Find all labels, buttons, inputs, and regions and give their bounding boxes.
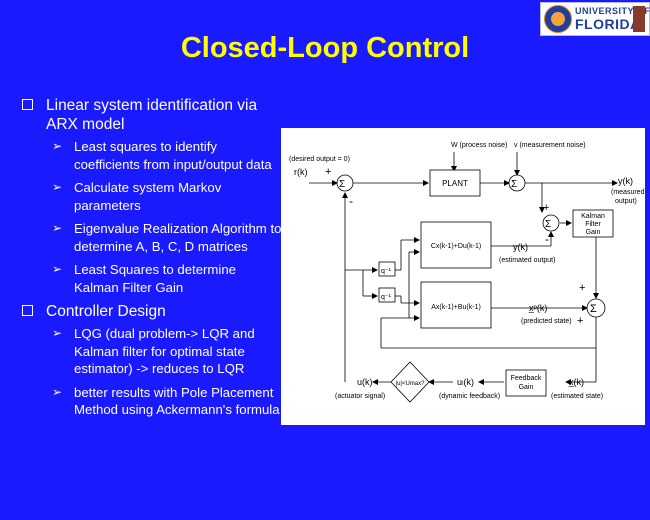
output-estimator-block xyxy=(420,221,492,269)
dynamic-feedback-caption: (dynamic feedback) xyxy=(439,393,500,400)
measured-caption-1: (measured xyxy=(611,189,645,196)
predicted-state-label: x̲ᵖ(k) xyxy=(528,303,547,313)
bullet-item: Controller Design xyxy=(22,302,284,321)
block-diagram-svg: (desired output = 0) r(k) + - Σ Σ Σ Σ W … xyxy=(289,142,645,403)
kalman-gain-block xyxy=(572,209,614,238)
estimated-output-caption: (estimated output) xyxy=(499,257,555,264)
sub-bullet-item: ➢ Calculate system Markov parameters xyxy=(50,179,284,214)
summing-junction-1 xyxy=(336,174,354,192)
blocks xyxy=(336,169,614,403)
saturation-condition: |u|<Umax? xyxy=(396,381,426,387)
process-noise-label: W (process noise) xyxy=(451,142,507,149)
plus-sign: + xyxy=(577,315,583,327)
measurement-noise-label: v (measurement noise) xyxy=(514,142,586,149)
plant-label: PLANT xyxy=(442,179,468,188)
logo-line-2: FLORIDA xyxy=(575,16,641,32)
summing-junction-4 xyxy=(586,298,606,318)
sub-bullet-text: LQG (dual problem-> LQR and Kalman filte… xyxy=(74,326,255,376)
state-predictor-equation: Ax(k-1)+Bu(k-1) xyxy=(431,304,481,311)
minus-sign: - xyxy=(349,194,353,208)
bullet-list: Linear system identification via ARX mod… xyxy=(22,96,284,425)
signal-lines xyxy=(309,152,618,385)
plus-sign: + xyxy=(325,166,331,178)
estimated-output-label: y(k) xyxy=(513,242,528,252)
saturation-check-diamond xyxy=(390,361,430,403)
sub-bullet-text: better results with Pole Placement Metho… xyxy=(74,384,280,418)
estimated-state-label: x̲(k) xyxy=(568,377,584,387)
sub-bullet-text: Least Squares to determine Kalman Filter… xyxy=(74,262,237,295)
bullet-text: Linear system identification via ARX mod… xyxy=(46,97,258,133)
university-logo: UNIVERSITY OF FLORIDA xyxy=(540,2,650,36)
sub-bullet-item: ➢ better results with Pole Placement Meth… xyxy=(50,384,284,419)
summing-junction-3 xyxy=(542,214,560,232)
delay-label: q⁻¹ xyxy=(381,294,392,301)
reference-label: r(k) xyxy=(294,167,308,177)
sigma-label: Σ xyxy=(511,179,517,190)
measured-caption-2: output) xyxy=(615,198,637,205)
arrow-bullet-icon: ➢ xyxy=(52,221,63,235)
control-block-diagram: (desired output = 0) r(k) + - Σ Σ Σ Σ W … xyxy=(281,128,645,425)
arrow-bullet-icon: ➢ xyxy=(52,180,63,194)
delay-block-2 xyxy=(378,287,396,303)
sub-bullet-text: Eigenvalue Realization Algorithm to dete… xyxy=(74,221,282,254)
estimated-state-caption: (estimated state) xyxy=(551,393,603,400)
sub-bullet-item: ➢ LQG (dual problem-> LQR and Kalman filt… xyxy=(50,325,284,378)
square-bullet-icon xyxy=(22,99,33,110)
actuator-signal-caption: (actuator signal) xyxy=(335,393,385,400)
feedback-gain-label-2: Gain xyxy=(519,384,534,391)
slide-title: Closed-Loop Control xyxy=(180,32,470,64)
feedback-gain-block xyxy=(505,369,547,397)
arrow-bullet-icon: ➢ xyxy=(52,384,63,399)
summing-junction-2 xyxy=(508,174,526,192)
square-bullet-icon xyxy=(22,305,33,316)
sigma-label: Σ xyxy=(339,179,345,190)
arrow-bullet-icon: ➢ xyxy=(52,262,63,276)
measured-output-label: y(k) xyxy=(618,176,633,186)
dynamic-feedback-label: uₗ(k) xyxy=(457,377,474,387)
arrow-bullet-icon: ➢ xyxy=(52,139,63,153)
desired-output-label: (desired output = 0) xyxy=(289,156,350,163)
actuator-signal-label: u(k) xyxy=(357,377,373,387)
plus-sign: + xyxy=(579,282,585,294)
sub-bullet-text: Least squares to identify coefficients f… xyxy=(74,139,272,172)
kalman-label-1: Kalman xyxy=(581,213,605,220)
predicted-state-caption: (predicted state) xyxy=(521,318,572,325)
minus-sign: - xyxy=(545,232,549,246)
output-estimator-equation: Cx(k-1)+Du(k-1) xyxy=(431,243,481,250)
plant-block xyxy=(429,169,481,197)
feedback-gain-label-1: Feedback xyxy=(511,375,542,382)
bullet-text: Controller Design xyxy=(46,303,166,320)
sigma-label: Σ xyxy=(545,219,551,230)
logo-line-1: UNIVERSITY OF xyxy=(575,6,650,16)
delay-block-1 xyxy=(378,261,396,277)
sub-bullet-item: ➢ Least squares to identify coefficients … xyxy=(50,138,284,173)
kalman-label-3: Gain xyxy=(586,229,601,236)
university-seal-icon xyxy=(544,5,572,33)
arrow-bullet-icon: ➢ xyxy=(52,326,63,340)
sigma-label: Σ xyxy=(590,303,597,315)
state-predictor-block xyxy=(420,281,492,329)
kalman-label-2: Filter xyxy=(585,221,601,228)
delay-label: q⁻¹ xyxy=(381,268,392,275)
bullet-item: Linear system identification via ARX mod… xyxy=(22,96,284,134)
plus-sign: + xyxy=(543,202,549,214)
logo-figure-icon xyxy=(633,6,645,32)
sub-bullet-text: Calculate system Markov parameters xyxy=(74,180,222,213)
sub-bullet-item: ➢ Eigenvalue Realization Algorithm to det… xyxy=(50,220,284,255)
sub-bullet-item: ➢ Least Squares to determine Kalman Filte… xyxy=(50,261,284,296)
